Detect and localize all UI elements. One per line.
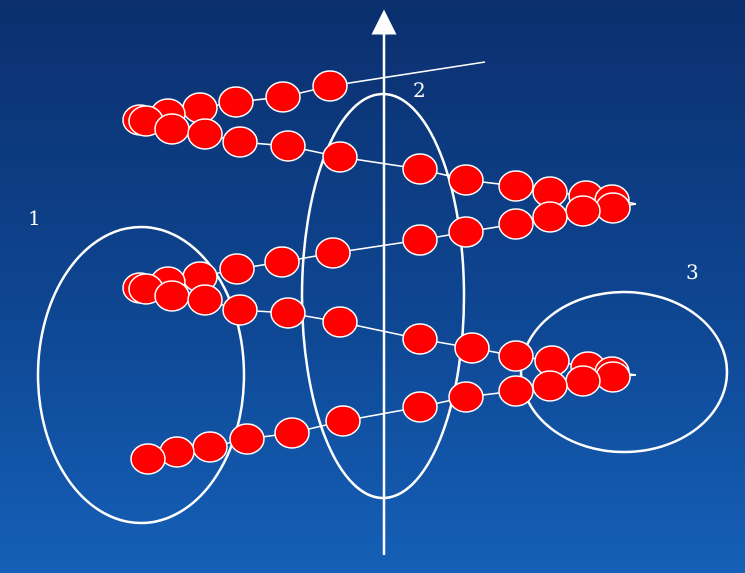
bead — [448, 381, 484, 413]
bead — [130, 443, 166, 475]
bead — [532, 370, 568, 402]
bead — [270, 297, 306, 329]
bead — [270, 130, 306, 162]
bead — [402, 391, 438, 423]
bead — [448, 216, 484, 248]
bead — [265, 81, 301, 113]
region-label-1: 1 — [28, 206, 41, 230]
bead — [187, 284, 223, 316]
bead — [192, 431, 228, 463]
bead — [222, 294, 258, 326]
region-ellipse-2 — [300, 92, 466, 500]
bead — [595, 361, 631, 393]
bead — [264, 246, 300, 278]
bead — [402, 224, 438, 256]
bead — [154, 280, 190, 312]
region-label-2: 2 — [413, 78, 426, 102]
bead — [498, 170, 534, 202]
bead — [595, 192, 631, 224]
bead — [448, 164, 484, 196]
bead — [402, 153, 438, 185]
bead — [322, 141, 358, 173]
bead — [565, 195, 601, 227]
bead — [498, 375, 534, 407]
bead — [565, 365, 601, 397]
bead — [312, 70, 348, 102]
bead — [219, 253, 255, 285]
bead — [229, 423, 265, 455]
bead — [454, 332, 490, 364]
bead — [154, 113, 190, 145]
bead — [182, 92, 218, 124]
bead — [222, 126, 258, 158]
bead — [315, 237, 351, 269]
bead — [322, 306, 358, 338]
bead — [218, 86, 254, 118]
region-ellipse-1 — [36, 225, 246, 525]
bead — [532, 201, 568, 233]
bead — [325, 405, 361, 437]
bead — [274, 417, 310, 449]
region-ellipse-3 — [519, 290, 729, 454]
bead — [498, 208, 534, 240]
region-label-3: 3 — [686, 260, 699, 284]
bead — [402, 323, 438, 355]
beads — [122, 70, 631, 475]
bead — [498, 340, 534, 372]
bead — [187, 118, 223, 150]
